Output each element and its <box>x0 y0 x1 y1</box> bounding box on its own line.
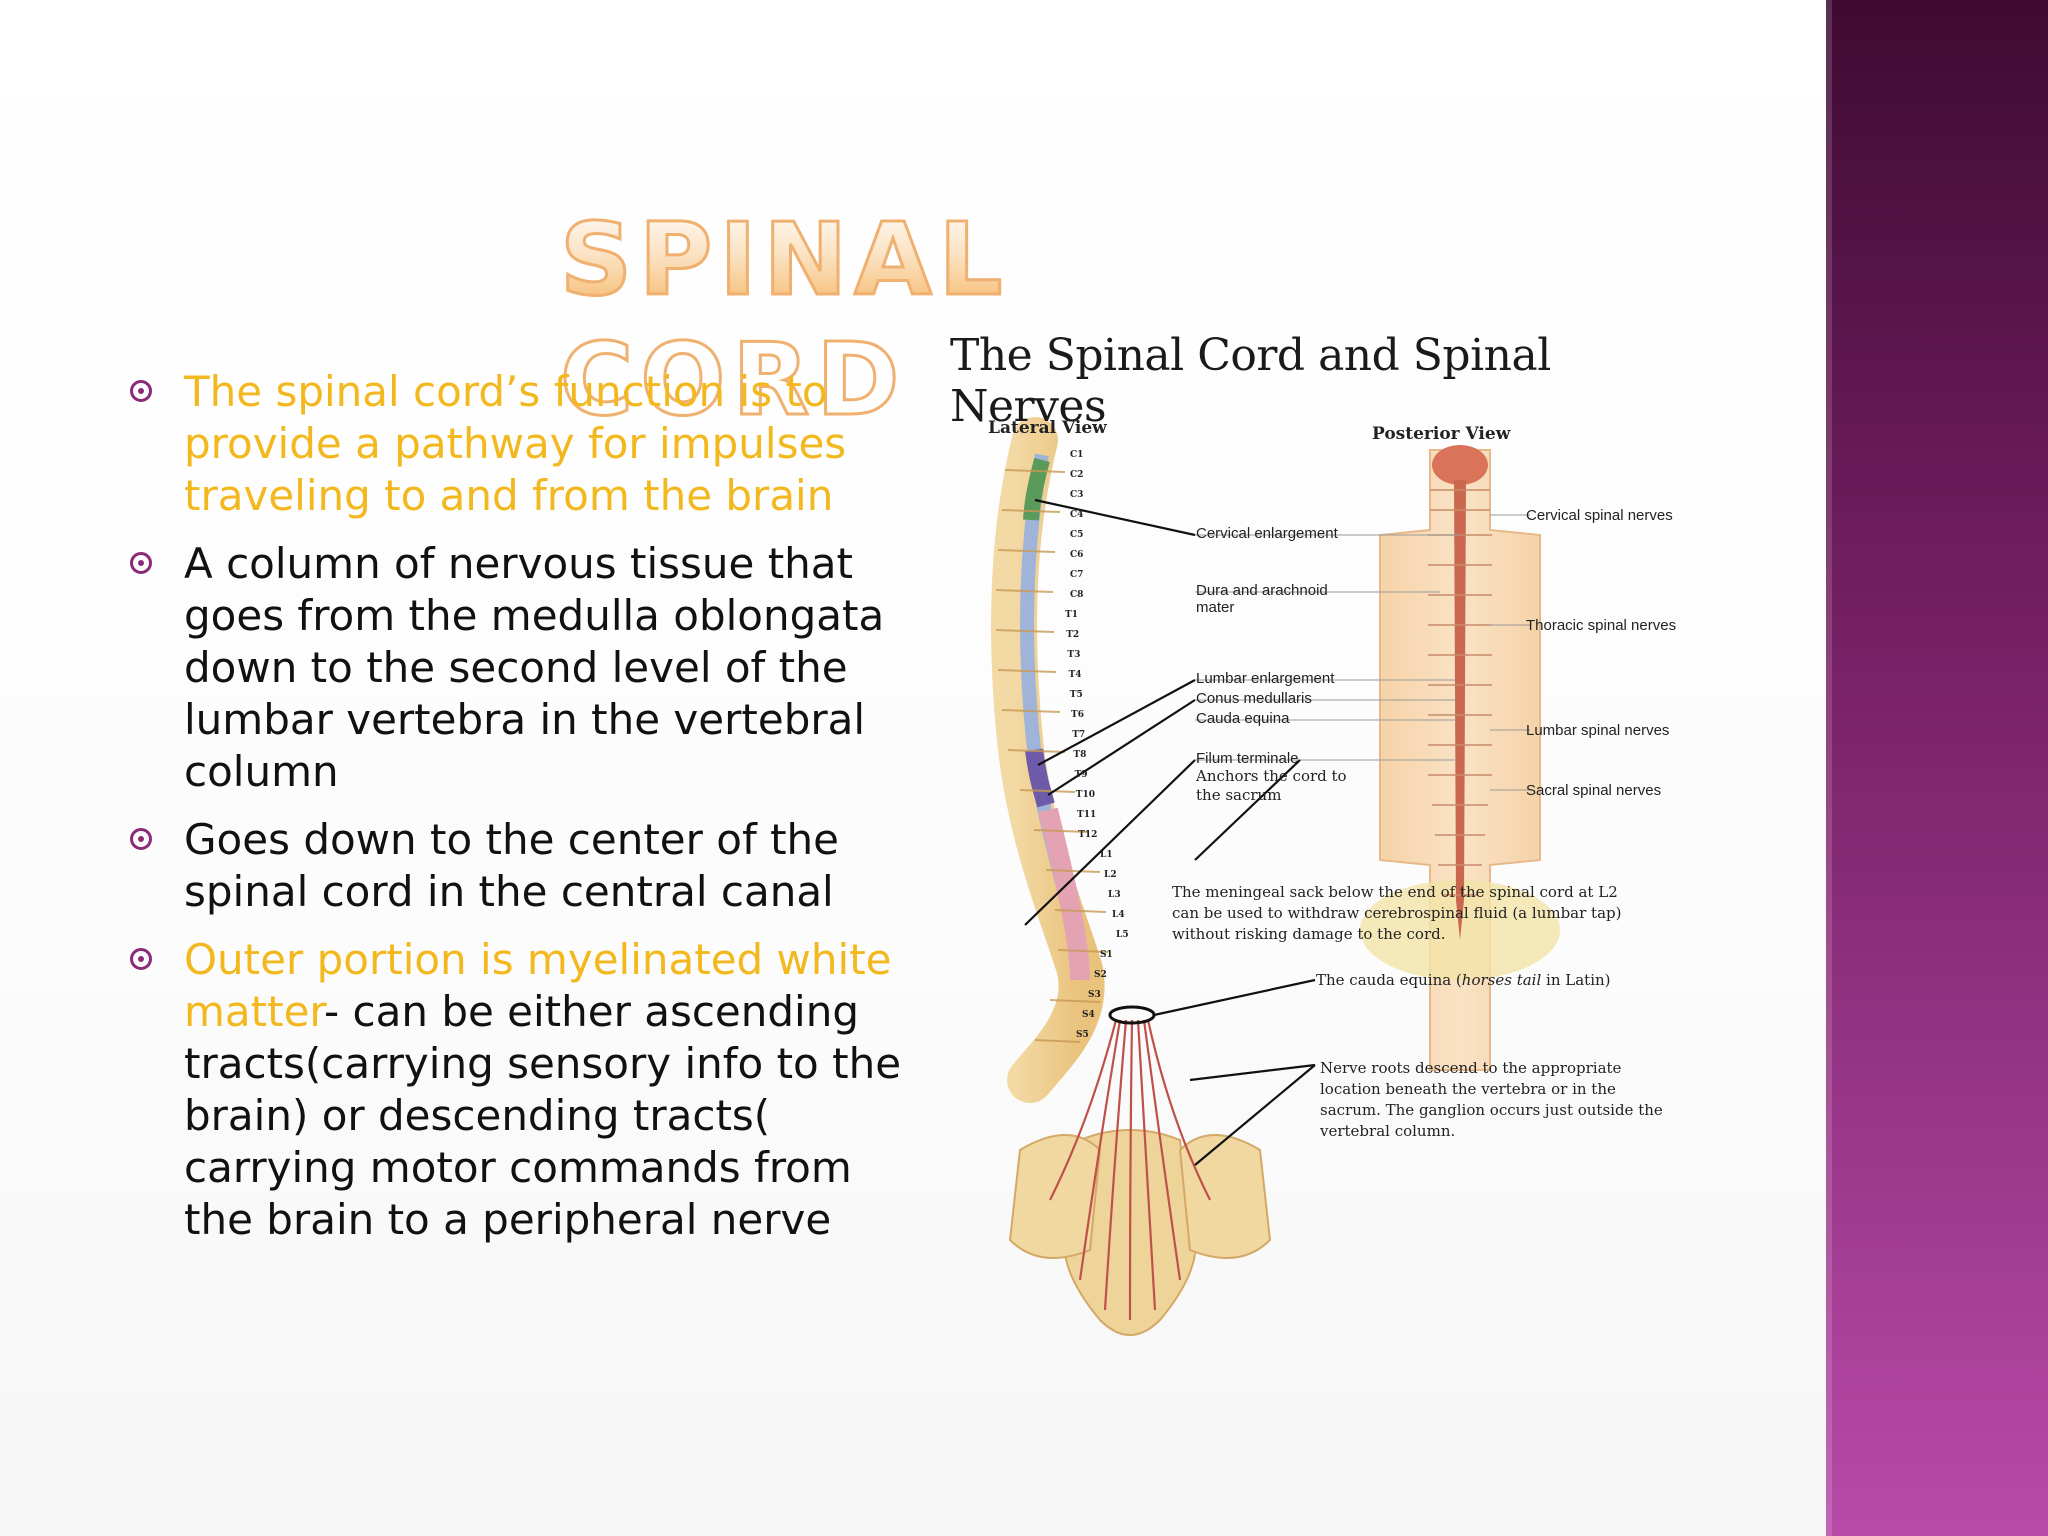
bullet-marker-icon <box>130 828 152 850</box>
side-band-edge <box>1826 0 1832 1536</box>
note-cauda-b: in Latin) <box>1541 971 1611 989</box>
note-meningeal-line-2: can be used to withdraw cerebrospinal fl… <box>1172 904 1622 922</box>
vertebra-label: C7 <box>1070 570 1084 580</box>
label-filum-note-1: Anchors the cord to <box>1196 767 1347 785</box>
vertebra-label: C2 <box>1070 470 1084 480</box>
note-meningeal-sack: The meningeal sack below the end of the … <box>1172 882 1621 945</box>
label-dura: Dura and arachnoid <box>1196 582 1328 599</box>
vertebra-label: C4 <box>1070 510 1084 520</box>
vertebra-label: T3 <box>1067 650 1081 660</box>
label-lumbar-enlargement: Lumbar enlargement <box>1196 670 1335 687</box>
label-filum-terminale: Filum terminale <box>1196 750 1299 767</box>
posterior-view-label: Posterior View <box>1372 424 1511 444</box>
vertebra-label: T1 <box>1065 610 1078 620</box>
vertebra-label: T4 <box>1068 670 1082 680</box>
bullet-item: The spinal cord’s function is to provide… <box>130 366 910 522</box>
label-sacral-nerves: Sacral spinal nerves <box>1526 782 1662 799</box>
note-cauda-a: The cauda equina ( <box>1316 971 1462 989</box>
vertebra-label: S2 <box>1094 970 1107 980</box>
vertebra-label: S5 <box>1076 1030 1089 1040</box>
label-lumbar-nerves: Lumbar spinal nerves <box>1526 722 1670 739</box>
note-meningeal-line-3: without risking damage to the cord. <box>1172 925 1446 943</box>
cauda-equina-detail <box>1008 1005 1272 1336</box>
bullet-list: The spinal cord’s function is to provide… <box>130 366 910 1262</box>
vertebra-label: C5 <box>1070 530 1084 540</box>
lateral-view-label: Lateral View <box>988 418 1107 438</box>
vertebra-label: S4 <box>1082 1010 1095 1020</box>
vertebra-label: L4 <box>1112 910 1125 920</box>
vertebra-label: T2 <box>1066 630 1080 640</box>
decorative-side-band <box>1826 0 2048 1536</box>
vertebra-label: L3 <box>1108 890 1121 900</box>
vertebra-label: T10 <box>1075 790 1096 800</box>
vertebra-label: T8 <box>1073 750 1087 760</box>
vertebra-label: T9 <box>1074 770 1088 780</box>
vertebra-label: L2 <box>1104 870 1117 880</box>
vertebra-label: C1 <box>1070 450 1084 460</box>
note-cauda-equina: The cauda equina (horses tail in Latin) <box>1316 970 1611 991</box>
label-cauda-equina: Cauda equina <box>1196 710 1290 727</box>
note-meningeal-line-1: The meningeal sack below the end of the … <box>1172 883 1618 901</box>
label-dura-line2: mater <box>1196 599 1235 616</box>
spinal-cord-illustration <box>991 417 1560 1336</box>
bullet-text: - can be either ascending tracts(carryin… <box>184 987 902 1244</box>
note-roots-line-3: sacrum. The ganglion occurs just outside… <box>1320 1101 1663 1119</box>
vertebra-label: S1 <box>1100 950 1113 960</box>
bullet-text: A column of nervous tissue that goes fro… <box>184 539 885 796</box>
figure-title: The Spinal Cord and Spinal Nerves <box>950 330 1551 432</box>
vertebra-label: T5 <box>1069 690 1083 700</box>
vertebra-label: L5 <box>1116 930 1129 940</box>
vertebra-label: C3 <box>1070 490 1084 500</box>
bullet-item: Goes down to the center of the spinal co… <box>130 814 910 918</box>
bullet-marker-icon <box>130 948 152 970</box>
bullet-marker-icon <box>130 552 152 574</box>
lateral-spine <box>991 417 1109 1103</box>
note-nerve-roots: Nerve roots descend to the appropriate l… <box>1320 1058 1663 1142</box>
vertebra-label: C6 <box>1070 550 1084 560</box>
bullet-text: Outer portion is myelinated white matter <box>184 935 892 1036</box>
vertebra-label: C8 <box>1070 590 1084 600</box>
spinal-cord-figure: The Spinal Cord and Spinal Nerves Latera… <box>930 320 1700 1350</box>
vertebra-label: T7 <box>1072 730 1086 740</box>
slide-title: SPINAL CORD <box>559 200 1260 440</box>
bullet-text: Goes down to the center of the spinal co… <box>184 815 840 916</box>
vertebra-label: S3 <box>1088 990 1101 1000</box>
label-filum-note-2: the sacrum <box>1196 786 1282 804</box>
label-thoracic-nerves: Thoracic spinal nerves <box>1526 617 1677 634</box>
label-cervical-nerves: Cervical spinal nerves <box>1526 507 1673 524</box>
note-roots-line-1: Nerve roots descend to the appropriate <box>1320 1059 1622 1077</box>
bullet-item: Outer portion is myelinated white matter… <box>130 934 910 1246</box>
note-roots-line-2: location beneath the vertebra or in the <box>1320 1080 1616 1098</box>
bullet-text: The spinal cord’s function is to provide… <box>184 367 847 520</box>
bullet-item: A column of nervous tissue that goes fro… <box>130 538 910 798</box>
label-conus-medullaris: Conus medullaris <box>1196 690 1312 707</box>
leader-lines <box>1024 498 1530 1166</box>
note-cauda-italic: horses tail <box>1461 971 1542 989</box>
vertebra-label: T6 <box>1071 710 1084 720</box>
vertebra-label: L1 <box>1100 850 1113 860</box>
vertebra-label: T12 <box>1078 830 1098 840</box>
note-roots-line-4: vertebral column. <box>1320 1122 1456 1140</box>
bullet-marker-icon <box>130 380 152 402</box>
vertebra-label: T11 <box>1077 810 1097 820</box>
label-cervical-enlargement: Cervical enlargement <box>1196 525 1338 542</box>
